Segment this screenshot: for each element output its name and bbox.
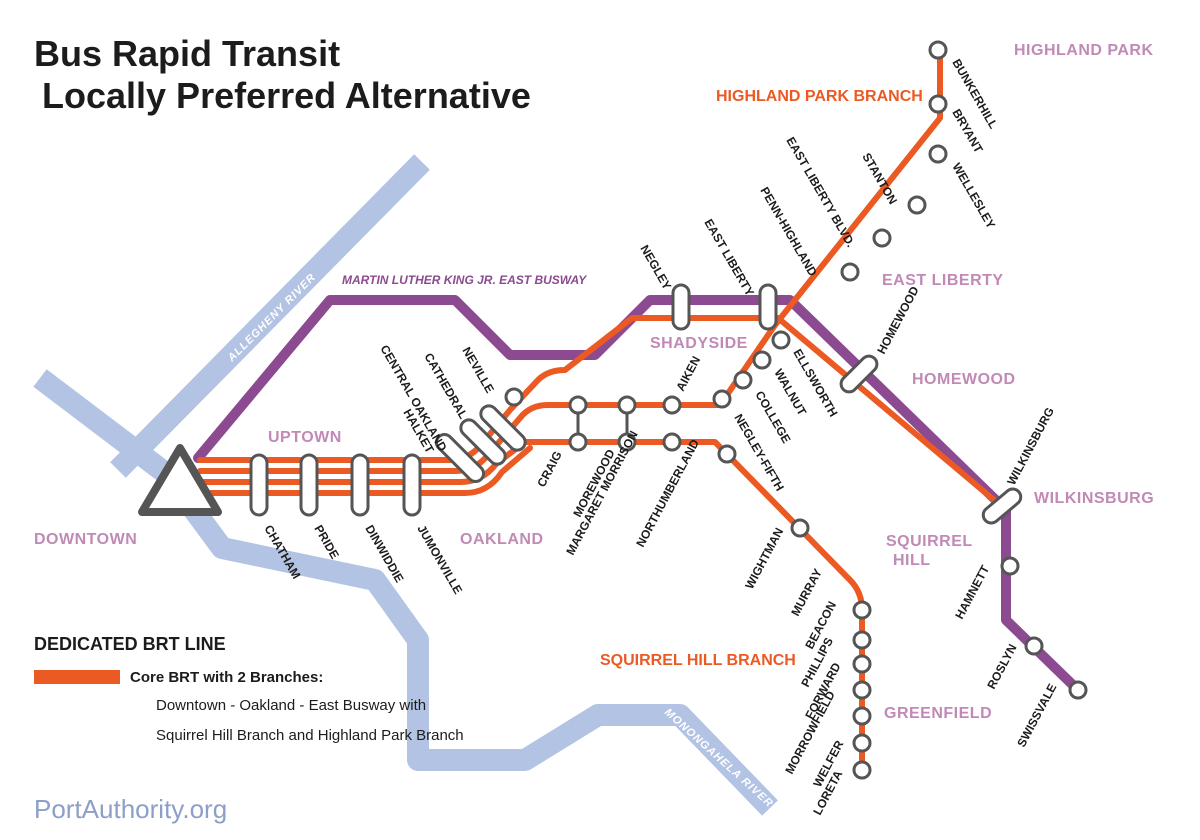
station-marker-forward[interactable]: [852, 680, 872, 700]
station-marker-craig[interactable]: [568, 432, 588, 452]
station-marker-wightman[interactable]: [790, 518, 810, 538]
station-marker-ellsworth[interactable]: [771, 330, 791, 350]
station-marker-neville[interactable]: [504, 387, 524, 407]
area-east-liberty: EAST LIBERTY: [882, 272, 1004, 289]
station-label-wilkinsburg: WILKINSBURG: [1004, 405, 1057, 488]
station-marker-east-liberty[interactable]: [758, 283, 778, 331]
station-marker-walnut[interactable]: [752, 350, 772, 370]
legend-swatch: [34, 670, 120, 684]
station-label-murray: MURRAY: [788, 566, 825, 618]
station-marker-hamnett[interactable]: [1000, 556, 1020, 576]
station-label-neville: NEVILLE: [459, 345, 496, 396]
area-downtown: DOWNTOWN: [34, 531, 137, 548]
station-marker-negley-fifth[interactable]: [712, 389, 732, 409]
station-label-negley: NEGLEY: [637, 243, 674, 293]
map-title-line1: Bus Rapid Transit: [34, 33, 340, 74]
legend-item-label: Core BRT with 2 Branches:: [130, 669, 323, 686]
station-marker-morewood[interactable]: [617, 432, 637, 452]
station-marker-halket[interactable]: [433, 431, 487, 485]
allegheny-river-label: ALLEGHENY RIVER: [225, 271, 319, 365]
station-marker-east-liberty-blvd[interactable]: [872, 228, 892, 248]
station-marker-bryant[interactable]: [928, 94, 948, 114]
station-marker-murray[interactable]: [852, 600, 872, 620]
area-oakland: OAKLAND: [460, 531, 544, 548]
area-wilkinsburg: WILKINSBURG: [1034, 490, 1154, 507]
monongahela-river: [159, 468, 778, 816]
station-label-aiken: AIKEN: [673, 354, 703, 394]
area-uptown: UPTOWN: [268, 429, 342, 446]
station-label-pride: PRIDE: [311, 523, 341, 562]
area-highland-park: HIGHLAND PARK: [1014, 42, 1154, 59]
station-marker-stanton[interactable]: [907, 195, 927, 215]
station-marker-penn-highland[interactable]: [840, 262, 860, 282]
station-label-wellesley: WELLESLEY: [949, 161, 998, 232]
station-marker-negley[interactable]: [671, 283, 691, 331]
station-marker-beacon[interactable]: [852, 630, 872, 650]
station-label-hamnett: HAMNETT: [952, 562, 992, 621]
station-marker-margaret-morrison[interactable]: [662, 432, 682, 452]
area-greenfield: GREENFIELD: [884, 705, 992, 722]
busway-label: MARTIN LUTHER KING JR. EAST BUSWAY: [342, 273, 587, 287]
area-squirrel-hill-line2: HILL: [893, 552, 931, 569]
circle-stations: [504, 40, 1088, 780]
station-marker-phillips[interactable]: [852, 654, 872, 674]
station-marker-jumonville[interactable]: [402, 453, 422, 517]
area-homewood: HOMEWOOD: [912, 371, 1016, 388]
station-label-swissvale: SWISSVALE: [1014, 681, 1059, 749]
station-marker-morrowfield[interactable]: [852, 706, 872, 726]
station-label-wightman: WIGHTMAN: [742, 525, 786, 591]
station-marker-wilkinsburg[interactable]: [980, 486, 1024, 527]
station-marker-homewood[interactable]: [838, 353, 880, 395]
area-shadyside: SHADYSIDE: [650, 335, 748, 352]
station-marker-northumberland[interactable]: [717, 444, 737, 464]
station-label-jumonville: JUMONVILLE: [414, 523, 465, 597]
area-squirrel-hill-line1: SQUIRREL: [886, 533, 973, 550]
station-marker-morewood-upper[interactable]: [617, 395, 637, 415]
station-marker-aiken[interactable]: [662, 395, 682, 415]
station-marker-wellesley[interactable]: [928, 144, 948, 164]
footer-url[interactable]: PortAuthority.org: [34, 794, 227, 824]
station-marker-welfer[interactable]: [852, 733, 872, 753]
station-marker-chatham[interactable]: [249, 453, 269, 517]
station-label-northumberland: NORTHUMBERLAND: [633, 437, 702, 550]
legend-desc-line1: Downtown - Oakland - East Busway with: [156, 697, 426, 714]
station-marker-craig-upper[interactable]: [568, 395, 588, 415]
downtown-terminal[interactable]: [138, 444, 222, 516]
monongahela-river-label: MONONGAHELA RIVER: [662, 706, 775, 810]
station-label-craig: CRAIG: [534, 449, 565, 490]
station-label-roslyn: ROSLYN: [984, 642, 1019, 692]
station-marker-cathedral[interactable]: [478, 403, 529, 454]
station-label-penn-highland: PENN-HIGHLAND: [757, 185, 820, 279]
ohio-river: [33, 369, 175, 484]
station-marker-roslyn[interactable]: [1024, 636, 1044, 656]
allegheny-river: [110, 154, 430, 478]
squirrel-hill-branch-label: SQUIRREL HILL BRANCH: [600, 652, 796, 669]
legend-heading: DEDICATED BRT LINE: [34, 634, 226, 654]
core-pill-stations: [249, 283, 1024, 527]
station-marker-swissvale[interactable]: [1068, 680, 1088, 700]
station-marker-central-oakland[interactable]: [458, 417, 509, 468]
station-marker-pride[interactable]: [299, 453, 319, 517]
station-marker-bunkerhill[interactable]: [928, 40, 948, 60]
map-title-line2: Locally Preferred Alternative: [42, 75, 531, 116]
legend: DEDICATED BRT LINE Core BRT with 2 Branc…: [34, 634, 464, 744]
station-marker-dinwiddie[interactable]: [350, 453, 370, 517]
rivers: [33, 154, 778, 816]
station-label-east-liberty: EAST LIBERTY: [701, 217, 756, 299]
station-marker-college[interactable]: [733, 370, 753, 390]
legend-desc-line2: Squirrel Hill Branch and Highland Park B…: [156, 727, 464, 744]
highland-park-branch-label: HIGHLAND PARK BRANCH: [716, 88, 923, 105]
station-marker-loreta[interactable]: [852, 760, 872, 780]
station-label-homewood: HOMEWOOD: [874, 284, 922, 357]
